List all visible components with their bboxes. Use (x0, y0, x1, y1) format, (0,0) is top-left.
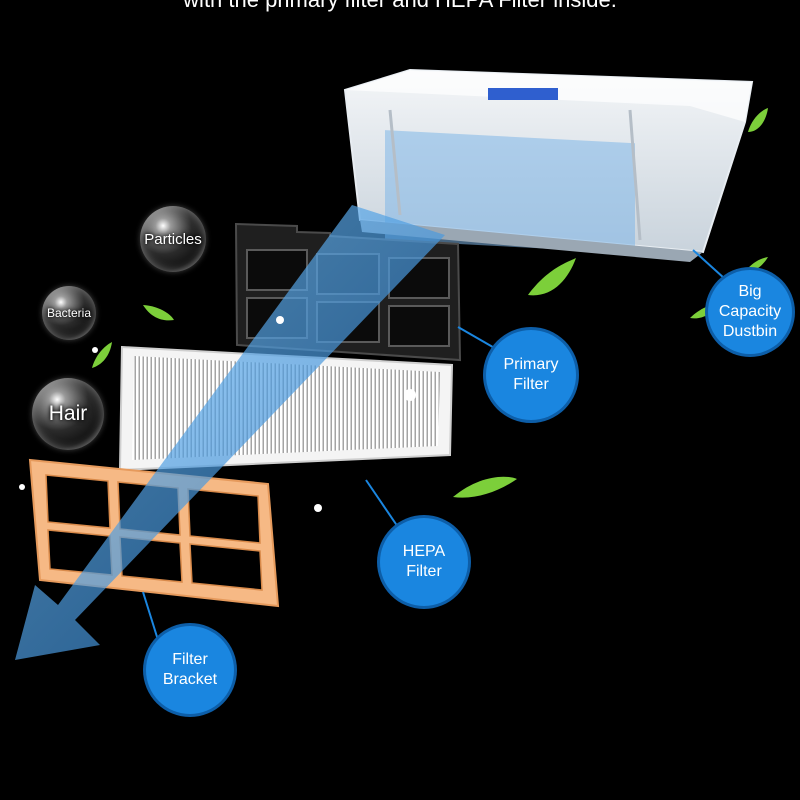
leaf-icon (92, 342, 112, 368)
callout-primary-filter: Primary Filter (486, 330, 576, 420)
airflow-arrow-icon (15, 205, 445, 660)
dust-speck-icon (19, 484, 25, 490)
bacteria-bubble: Bacteria (42, 286, 96, 340)
leaf-icon (748, 108, 768, 132)
dust-speck-icon (276, 316, 284, 324)
dust-speck-icon (314, 504, 322, 512)
callout-filter-bracket: Filter Bracket (146, 626, 234, 714)
leaf-icon (453, 476, 517, 498)
bacteria-label: Bacteria (46, 306, 92, 320)
particles-bubble: Particles (140, 206, 206, 272)
hair-label: Hair (48, 402, 88, 425)
hair-bubble: Hair (32, 378, 104, 450)
top-caption: with the primary filter and HEPA Filter … (0, 0, 800, 13)
dust-speck-icon (92, 347, 98, 353)
dust-speck-icon (404, 389, 416, 401)
callout-big-capacity-dustbin: Big Capacity Dustbin (708, 270, 792, 354)
leaf-icon (745, 257, 768, 272)
leaf-icon (143, 305, 174, 321)
dustbin-latch (488, 88, 558, 100)
callout-hepa-filter: HEPA Filter (380, 518, 468, 606)
particles-label: Particles (144, 230, 202, 248)
dustbin-container (343, 68, 754, 262)
leaf-icon (528, 258, 576, 296)
